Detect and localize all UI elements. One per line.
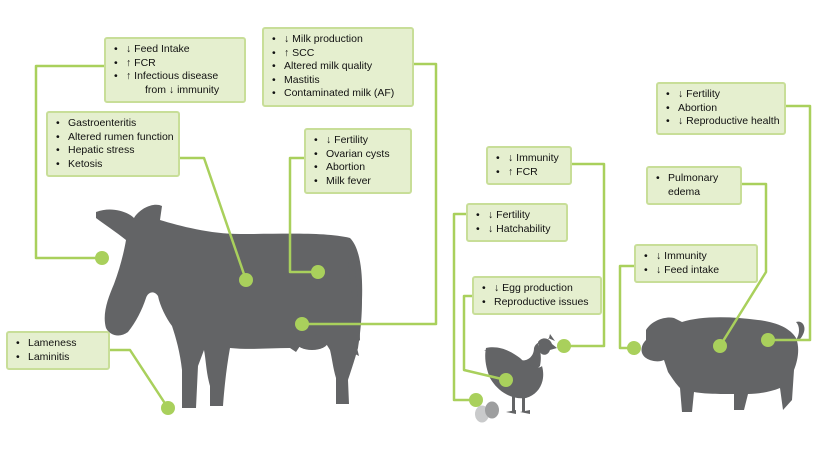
cow-milk-item: ↑ SCC	[272, 47, 406, 61]
dot-swine-lungs	[713, 339, 727, 353]
cow-feet-item: Laminitis	[16, 351, 102, 365]
swine-reproduction-item: ↓ Reproductive health	[666, 115, 780, 129]
poultry-fertility-item: ↓ Fertility	[476, 209, 560, 223]
cow-digestive-item: Ketosis	[56, 158, 172, 172]
dot-swine-immunity	[627, 341, 641, 355]
swine-lungs-box: Pulmonary edema	[646, 166, 742, 206]
dot-cow-feet	[161, 401, 175, 415]
swine-reproduction-item: ↓ Fertility	[666, 88, 778, 102]
chicken-silhouette	[484, 334, 557, 414]
connector-cow-feet	[110, 348, 170, 409]
cow-intake-item: ↓ Feed Intake	[114, 43, 238, 57]
swine-immunity-box: ↓ Immunity ↓ Feed intake	[634, 244, 758, 284]
connector-swine-lungs	[718, 182, 768, 347]
cow-intake-item: ↑ FCR	[114, 57, 238, 71]
connector-poultry-fertility	[452, 212, 476, 402]
dot-cow-digestive	[239, 273, 253, 287]
dot-poultry-fertility	[469, 393, 483, 407]
connector-dots	[95, 251, 775, 415]
swine-reproduction-item: Abortion	[666, 102, 778, 116]
cow-digestive-item: Gastroenteritis	[56, 117, 172, 131]
connector-swine-reproduction	[768, 104, 812, 342]
poultry-fertility-item: ↓ Hatchability	[476, 223, 560, 237]
swine-immunity-item: ↓ Feed intake	[644, 264, 750, 278]
swine-lungs-item: edema	[668, 185, 701, 198]
cow-feet-item: Lameness	[16, 337, 102, 351]
poultry-eggs-box: ↓ Egg production Reproductive issues	[472, 276, 602, 316]
cow-reproduction-box: ↓ Fertility Ovarian cysts Abortion Milk …	[304, 128, 412, 195]
connector-cow-digestive	[178, 156, 248, 281]
dot-swine-reproduction	[761, 333, 775, 347]
cow-milk-item: Contaminated milk (AF)	[272, 87, 406, 101]
cow-reproduction-item: Milk fever	[314, 175, 404, 189]
cow-silhouette	[96, 204, 363, 408]
cow-intake-item: from ↓ immunity	[145, 83, 220, 96]
cow-intake-box: ↓ Feed Intake ↑ FCR ↑ Infectious disease…	[104, 37, 246, 104]
cow-milk-box: ↓ Milk production ↑ SCC Altered milk qua…	[262, 27, 414, 107]
cow-reproduction-item: Abortion	[314, 161, 404, 175]
poultry-immunity-box: ↓ Immunity ↑ FCR	[486, 146, 572, 186]
dot-poultry-immunity	[557, 339, 571, 353]
poultry-fertility-box: ↓ Fertility ↓ Hatchability	[466, 203, 568, 243]
poultry-eggs-item: ↓ Egg production	[482, 282, 594, 296]
connector-poultry-immunity	[564, 162, 606, 348]
dot-cow-milk	[295, 317, 309, 331]
cow-digestive-box: Gastroenteritis Altered rumen function H…	[46, 111, 180, 178]
cow-intake-item: ↑ Infectious disease	[114, 70, 238, 84]
connector-lines	[34, 62, 812, 409]
cow-digestive-item: Hepatic stress	[56, 144, 172, 158]
cow-milk-item: Mastitis	[272, 74, 406, 88]
dot-cow-reproduction	[311, 265, 325, 279]
poultry-immunity-item: ↑ FCR	[496, 166, 564, 180]
poultry-immunity-item: ↓ Immunity	[496, 152, 564, 166]
cow-milk-item: Altered milk quality	[272, 60, 406, 74]
pig-silhouette	[641, 317, 805, 412]
cow-digestive-item: Altered rumen function	[56, 131, 174, 145]
swine-immunity-item: ↓ Immunity	[644, 250, 750, 264]
poultry-eggs-item: Reproductive issues	[482, 296, 594, 310]
cow-milk-item: ↓ Milk production	[272, 33, 406, 47]
cow-reproduction-item: ↓ Fertility	[314, 134, 404, 148]
connector-cow-milk	[302, 62, 438, 326]
swine-lungs-item: Pulmonary	[656, 172, 734, 186]
eggs-icon	[475, 401, 499, 423]
swine-reproduction-box: ↓ Fertility Abortion ↓ Reproductive heal…	[656, 82, 786, 135]
connector-cow-reproduction	[288, 156, 318, 274]
dot-cow-intake	[95, 251, 109, 265]
connector-cow-intake	[34, 64, 104, 260]
cow-reproduction-item: Ovarian cysts	[314, 148, 404, 162]
cow-feet-box: Lameness Laminitis	[6, 331, 110, 371]
connector-poultry-eggs	[462, 294, 507, 382]
dot-poultry-eggs	[499, 373, 513, 387]
